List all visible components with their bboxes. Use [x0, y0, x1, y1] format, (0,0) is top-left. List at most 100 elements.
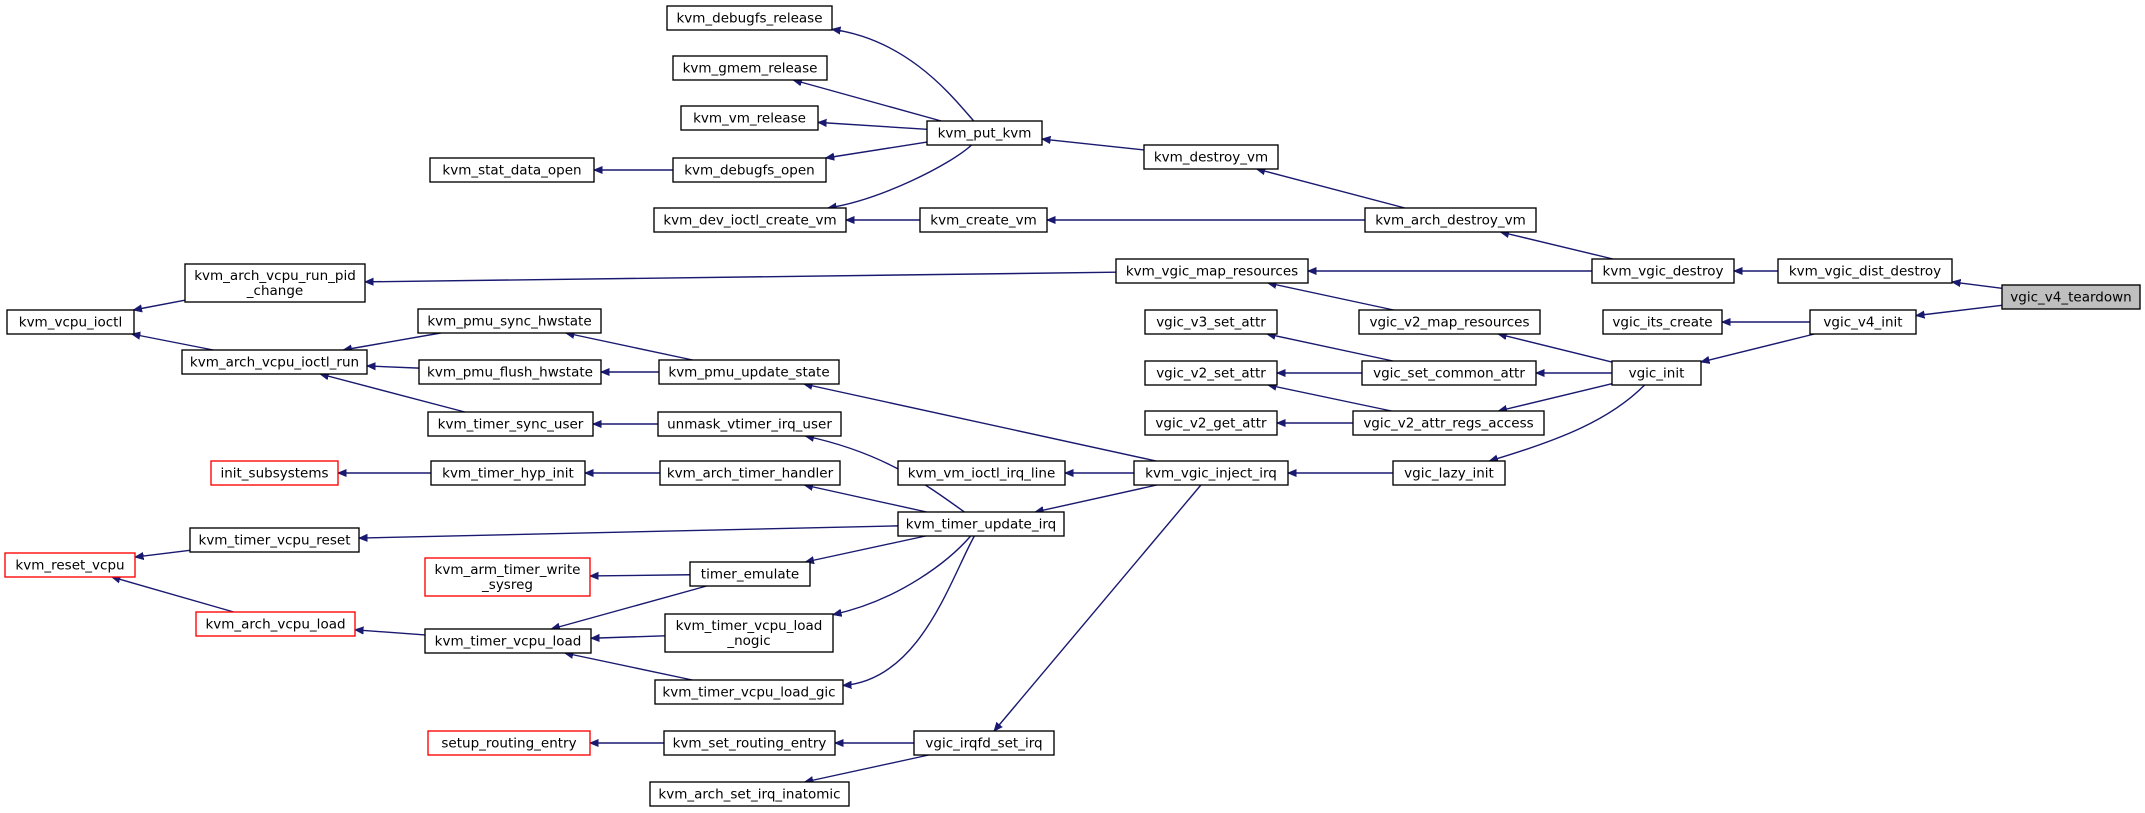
node-label: vgic_lazy_init — [1404, 466, 1494, 482]
node-box — [659, 460, 841, 486]
edge-kvm-dev-ioctl-create-vm-to-kvm-put-kvm — [828, 144, 973, 208]
node-vgic-irqfd-set-irq[interactable]: vgic_irqfd_set_irq — [913, 730, 1055, 756]
node-timer-emulate[interactable]: timer_emulate — [689, 561, 811, 587]
node-box — [189, 527, 360, 553]
node-init-subsystems[interactable]: init_subsystems — [210, 460, 339, 486]
node-vgic-v4-init[interactable]: vgic_v4_init — [1809, 309, 1917, 335]
edge-kvm-arch-vcpu-ioctl-run-to-kvm-pmu-sync-hwstate — [343, 332, 441, 350]
node-label: kvm_vgic_dist_destroy — [1789, 264, 1941, 280]
edge-vgic-v2-attr-regs-access-to-vgic-init — [1498, 383, 1613, 411]
node-vgic-set-common-attr[interactable]: vgic_set_common_attr — [1361, 360, 1537, 386]
node-label: vgic_v2_map_resources — [1370, 315, 1530, 331]
node-kvm-set-routing-entry[interactable]: kvm_set_routing_entry — [663, 730, 836, 756]
node-box — [1133, 460, 1289, 486]
node-kvm-vm-ioctl-irq-line[interactable]: kvm_vm_ioctl_irq_line — [897, 460, 1066, 486]
node-vgic-v3-set-attr[interactable]: vgic_v3_set_attr — [1144, 309, 1278, 335]
node-kvm-timer-vcpu-load[interactable]: kvm_timer_vcpu_load — [424, 628, 592, 654]
edge-kvm-vgic-map-resources-to-vgic-v2-map-resources — [1268, 283, 1394, 311]
node-label: kvm_debugfs_open — [684, 163, 815, 179]
node-kvm-put-kvm[interactable]: kvm_put_kvm — [926, 120, 1043, 146]
node-label: kvm_arch_set_irq_inatomic — [658, 787, 840, 803]
node-vgic-its-create[interactable]: vgic_its_create — [1602, 309, 1723, 335]
node-box — [672, 55, 828, 81]
node-box — [6, 309, 135, 335]
node-kvm-arch-destroy-vm[interactable]: kvm_arch_destroy_vm — [1364, 207, 1537, 233]
node-kvm-debugfs-open[interactable]: kvm_debugfs_open — [672, 157, 827, 183]
node-box — [1611, 360, 1702, 386]
node-kvm-destroy-vm[interactable]: kvm_destroy_vm — [1143, 144, 1279, 170]
node-box — [1358, 309, 1541, 335]
node-kvm-timer-vcpu-load-nogic[interactable]: kvm_timer_vcpu_load_nogic — [664, 613, 834, 653]
node-kvm-pmu-sync-hwstate[interactable]: kvm_pmu_sync_hwstate — [417, 308, 602, 334]
node-kvm-pmu-flush-hwstate[interactable]: kvm_pmu_flush_hwstate — [418, 359, 602, 385]
node-kvm-reset-vcpu[interactable]: kvm_reset_vcpu — [4, 552, 136, 578]
node-kvm-gmem-release[interactable]: kvm_gmem_release — [672, 55, 828, 81]
node-box — [919, 207, 1048, 233]
node-box — [427, 730, 591, 756]
node-kvm-arch-vcpu-load[interactable]: kvm_arch_vcpu_load — [195, 611, 356, 637]
node-kvm-arch-timer-handler[interactable]: kvm_arch_timer_handler — [659, 460, 841, 486]
node-label: kvm_put_kvm — [938, 126, 1032, 142]
edge-kvm-timer-vcpu-load-nogic-to-kvm-timer-update-irq — [833, 535, 972, 615]
edge-kvm-timer-vcpu-load-to-kvm-timer-vcpu-load-gic — [565, 653, 693, 681]
node-kvm-timer-vcpu-reset[interactable]: kvm_timer_vcpu_reset — [189, 527, 360, 553]
node-kvm-pmu-update-state[interactable]: kvm_pmu_update_state — [658, 359, 840, 385]
edge-kvm-reset-vcpu-to-kvm-timer-vcpu-reset — [135, 549, 191, 557]
node-box — [1809, 309, 1917, 335]
edge-kvm-debugfs-release-to-kvm-put-kvm — [832, 29, 975, 122]
node-kvm-timer-vcpu-load-gic[interactable]: kvm_timer_vcpu_load_gic — [654, 679, 844, 705]
node-kvm-arch-vcpu-ioctl-run[interactable]: kvm_arch_vcpu_ioctl_run — [181, 349, 368, 375]
node-kvm-dev-ioctl-create-vm[interactable]: kvm_dev_ioctl_create_vm — [653, 207, 847, 233]
edge-kvm-debugfs-open-to-kvm-put-kvm — [826, 141, 928, 158]
edge-kvm-timer-vcpu-load-to-timer-emulate — [551, 585, 707, 629]
edge-kvm-vm-release-to-kvm-put-kvm — [818, 122, 928, 131]
node-kvm-vcpu-ioctl[interactable]: kvm_vcpu_ioctl — [6, 309, 135, 335]
node-label: vgic_init — [1629, 366, 1685, 382]
node-box — [666, 5, 833, 31]
node-kvm-timer-hyp-init[interactable]: kvm_timer_hyp_init — [430, 460, 586, 486]
node-kvm-arch-set-irq-inatomic[interactable]: kvm_arch_set_irq_inatomic — [649, 781, 850, 807]
node-vgic-v2-map-resources[interactable]: vgic_v2_map_resources — [1358, 309, 1541, 335]
node-label: vgic_v2_get_attr — [1155, 416, 1267, 432]
edges-layer — [112, 29, 2003, 782]
node-box — [689, 561, 811, 587]
edge-vgic-v3-set-attr-to-vgic-set-common-attr — [1267, 334, 1394, 362]
node-kvm-vgic-dist-destroy[interactable]: kvm_vgic_dist_destroy — [1777, 258, 1953, 284]
edge-kvm-arch-vcpu-load-to-kvm-timer-vcpu-load — [355, 630, 426, 636]
node-kvm-arch-vcpu-run-pid-change[interactable]: kvm_arch_vcpu_run_pid_change — [184, 263, 366, 303]
node-kvm-stat-data-open[interactable]: kvm_stat_data_open — [429, 157, 595, 183]
node-kvm-timer-sync-user[interactable]: kvm_timer_sync_user — [427, 411, 594, 437]
node-kvm-timer-update-irq[interactable]: kvm_timer_update_irq — [897, 511, 1065, 537]
node-vgic-init[interactable]: vgic_init — [1611, 360, 1702, 386]
node-vgic-lazy-init[interactable]: vgic_lazy_init — [1392, 460, 1506, 486]
node-box — [4, 552, 136, 578]
node-label: kvm_arch_timer_handler — [667, 466, 834, 482]
node-box — [649, 781, 850, 807]
node-kvm-vgic-map-resources[interactable]: kvm_vgic_map_resources — [1115, 258, 1309, 284]
node-label: kvm_vgic_inject_irq — [1145, 466, 1277, 482]
node-kvm-vgic-inject-irq[interactable]: kvm_vgic_inject_irq — [1133, 460, 1289, 486]
edge-kvm-pmu-update-state-to-kvm-vgic-inject-irq — [804, 384, 1157, 462]
node-vgic-v4-teardown[interactable]: vgic_v4_teardown — [2001, 284, 2141, 310]
edge-kvm-arch-destroy-vm-to-kvm-vgic-destroy — [1501, 232, 1614, 260]
node-unmask-vtimer-irq-user[interactable]: unmask_vtimer_irq_user — [657, 411, 842, 437]
node-label: kvm_arch_vcpu_ioctl_run — [190, 355, 359, 371]
node-box — [2001, 284, 2141, 310]
node-vgic-v2-get-attr[interactable]: vgic_v2_get_attr — [1144, 410, 1278, 436]
node-kvm-debugfs-release[interactable]: kvm_debugfs_release — [666, 5, 833, 31]
node-box — [1777, 258, 1953, 284]
node-setup-routing-entry[interactable]: setup_routing_entry — [427, 730, 591, 756]
node-label: kvm_reset_vcpu — [15, 558, 124, 574]
node-label: vgic_irqfd_set_irq — [925, 736, 1042, 752]
node-label: kvm_vm_release — [693, 111, 806, 127]
node-vgic-v2-set-attr[interactable]: vgic_v2_set_attr — [1144, 360, 1278, 386]
edge-kvm-vgic-dist-destroy-to-vgic-v4-teardown — [1952, 282, 2003, 289]
node-kvm-vm-release[interactable]: kvm_vm_release — [680, 105, 819, 131]
node-kvm-vgic-destroy[interactable]: kvm_vgic_destroy — [1591, 258, 1735, 284]
node-kvm-create-vm[interactable]: kvm_create_vm — [919, 207, 1048, 233]
node-label: vgic_v4_teardown — [2010, 290, 2131, 306]
edge-kvm-pmu-sync-hwstate-to-kvm-pmu-update-state — [566, 333, 693, 361]
node-vgic-v2-attr-regs-access[interactable]: vgic_v2_attr_regs_access — [1352, 410, 1545, 436]
node-kvm-arm-timer-write-sysreg[interactable]: kvm_arm_timer_write_sysreg — [424, 557, 591, 597]
